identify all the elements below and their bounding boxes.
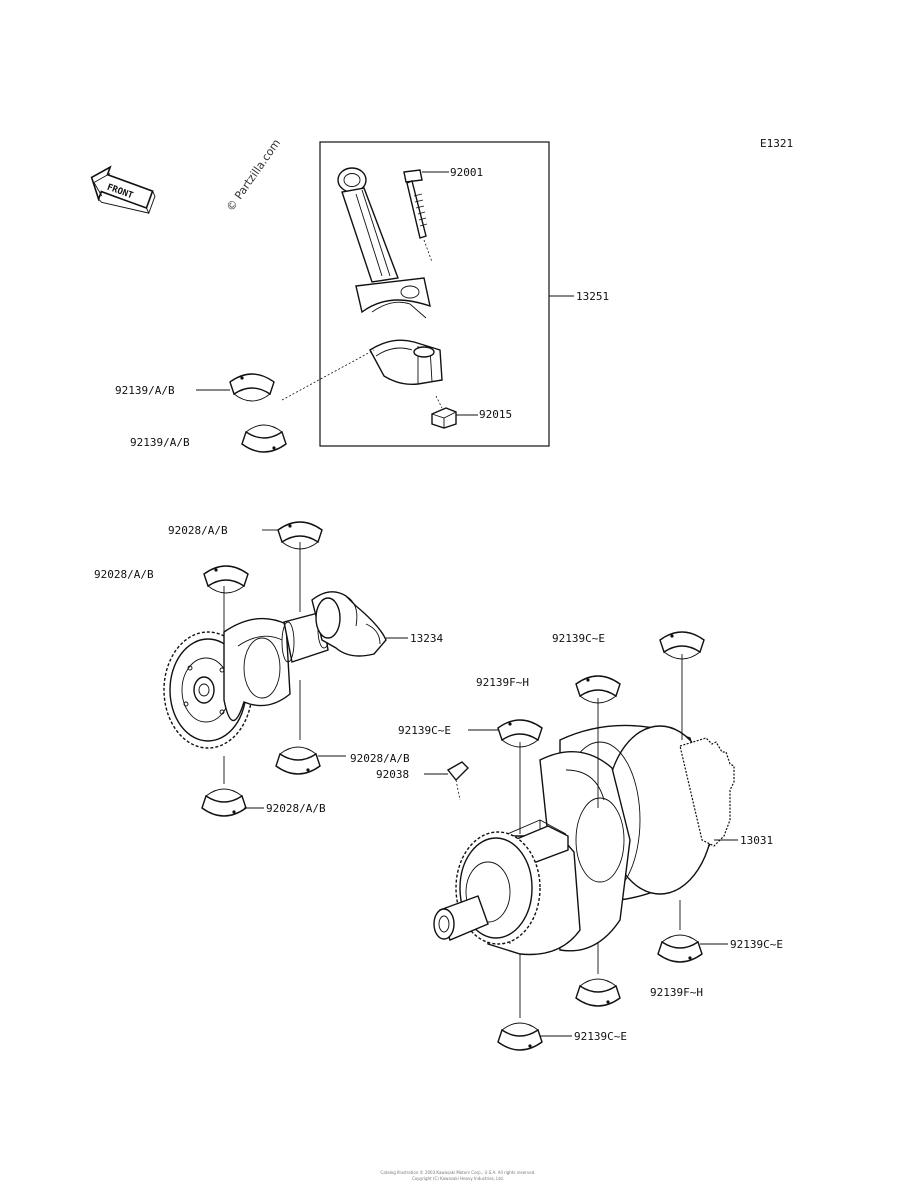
watermark: © Partzilla.com xyxy=(224,137,283,214)
balancer-shaft xyxy=(163,591,387,749)
label-92139ce-1: 92139C~E xyxy=(552,632,605,645)
front-arrow-icon: FRONT xyxy=(90,165,156,215)
label-92015: 92015 xyxy=(479,408,512,421)
label-92139ce-3: 92139C~E xyxy=(730,938,783,951)
label-92001: 92001 xyxy=(450,166,483,179)
diagram-code: E1321 xyxy=(760,137,793,150)
footer-line-1: Catalog Illustration © 2003 Kawasaki Mot… xyxy=(380,1170,535,1175)
conrod-bearing-shell-lower xyxy=(241,424,287,453)
label-13031: 13031 xyxy=(740,834,773,847)
conrod-bearing-shell-upper xyxy=(229,373,275,402)
label-92139ce-4: 92139C~E xyxy=(574,1030,627,1043)
label-92139fh-1: 92139F~H xyxy=(476,676,529,689)
label-92139fh-2: 92139F~H xyxy=(650,986,703,999)
conrod-bolt xyxy=(403,169,433,263)
label-92028ab-3: 92028/A/B xyxy=(350,752,410,765)
main-bearing-shell-lower-3 xyxy=(497,1022,543,1051)
label-13251: 13251 xyxy=(576,290,609,303)
label-92139ab-1: 92139/A/B xyxy=(115,384,175,397)
main-bearing-shell-lower-1 xyxy=(657,934,703,963)
label-92028ab-1: 92028/A/B xyxy=(168,524,228,537)
label-13234: 13234 xyxy=(410,632,443,645)
label-92139ce-2: 92139C~E xyxy=(398,724,451,737)
woodruff-key xyxy=(446,761,469,801)
label-92038: 92038 xyxy=(376,768,409,781)
connecting-rod xyxy=(337,167,431,319)
conrod-assembly-box xyxy=(319,141,550,447)
label-92028ab-4: 92028/A/B xyxy=(266,802,326,815)
main-bearing-shell-lower-2 xyxy=(575,978,621,1007)
crankshaft xyxy=(433,724,735,956)
conrod-cap xyxy=(369,339,443,386)
balancer-bearing-shell-3 xyxy=(275,746,321,775)
balancer-bearing-shell-4 xyxy=(201,788,247,817)
conrod-nut xyxy=(431,395,457,429)
label-92028ab-2: 92028/A/B xyxy=(94,568,154,581)
label-92139ab-2: 92139/A/B xyxy=(130,436,190,449)
balancer-bearing-shell-2 xyxy=(203,565,249,594)
footer-line-2: Copyright (C) Kawasaki Heavy Industries,… xyxy=(412,1176,504,1181)
